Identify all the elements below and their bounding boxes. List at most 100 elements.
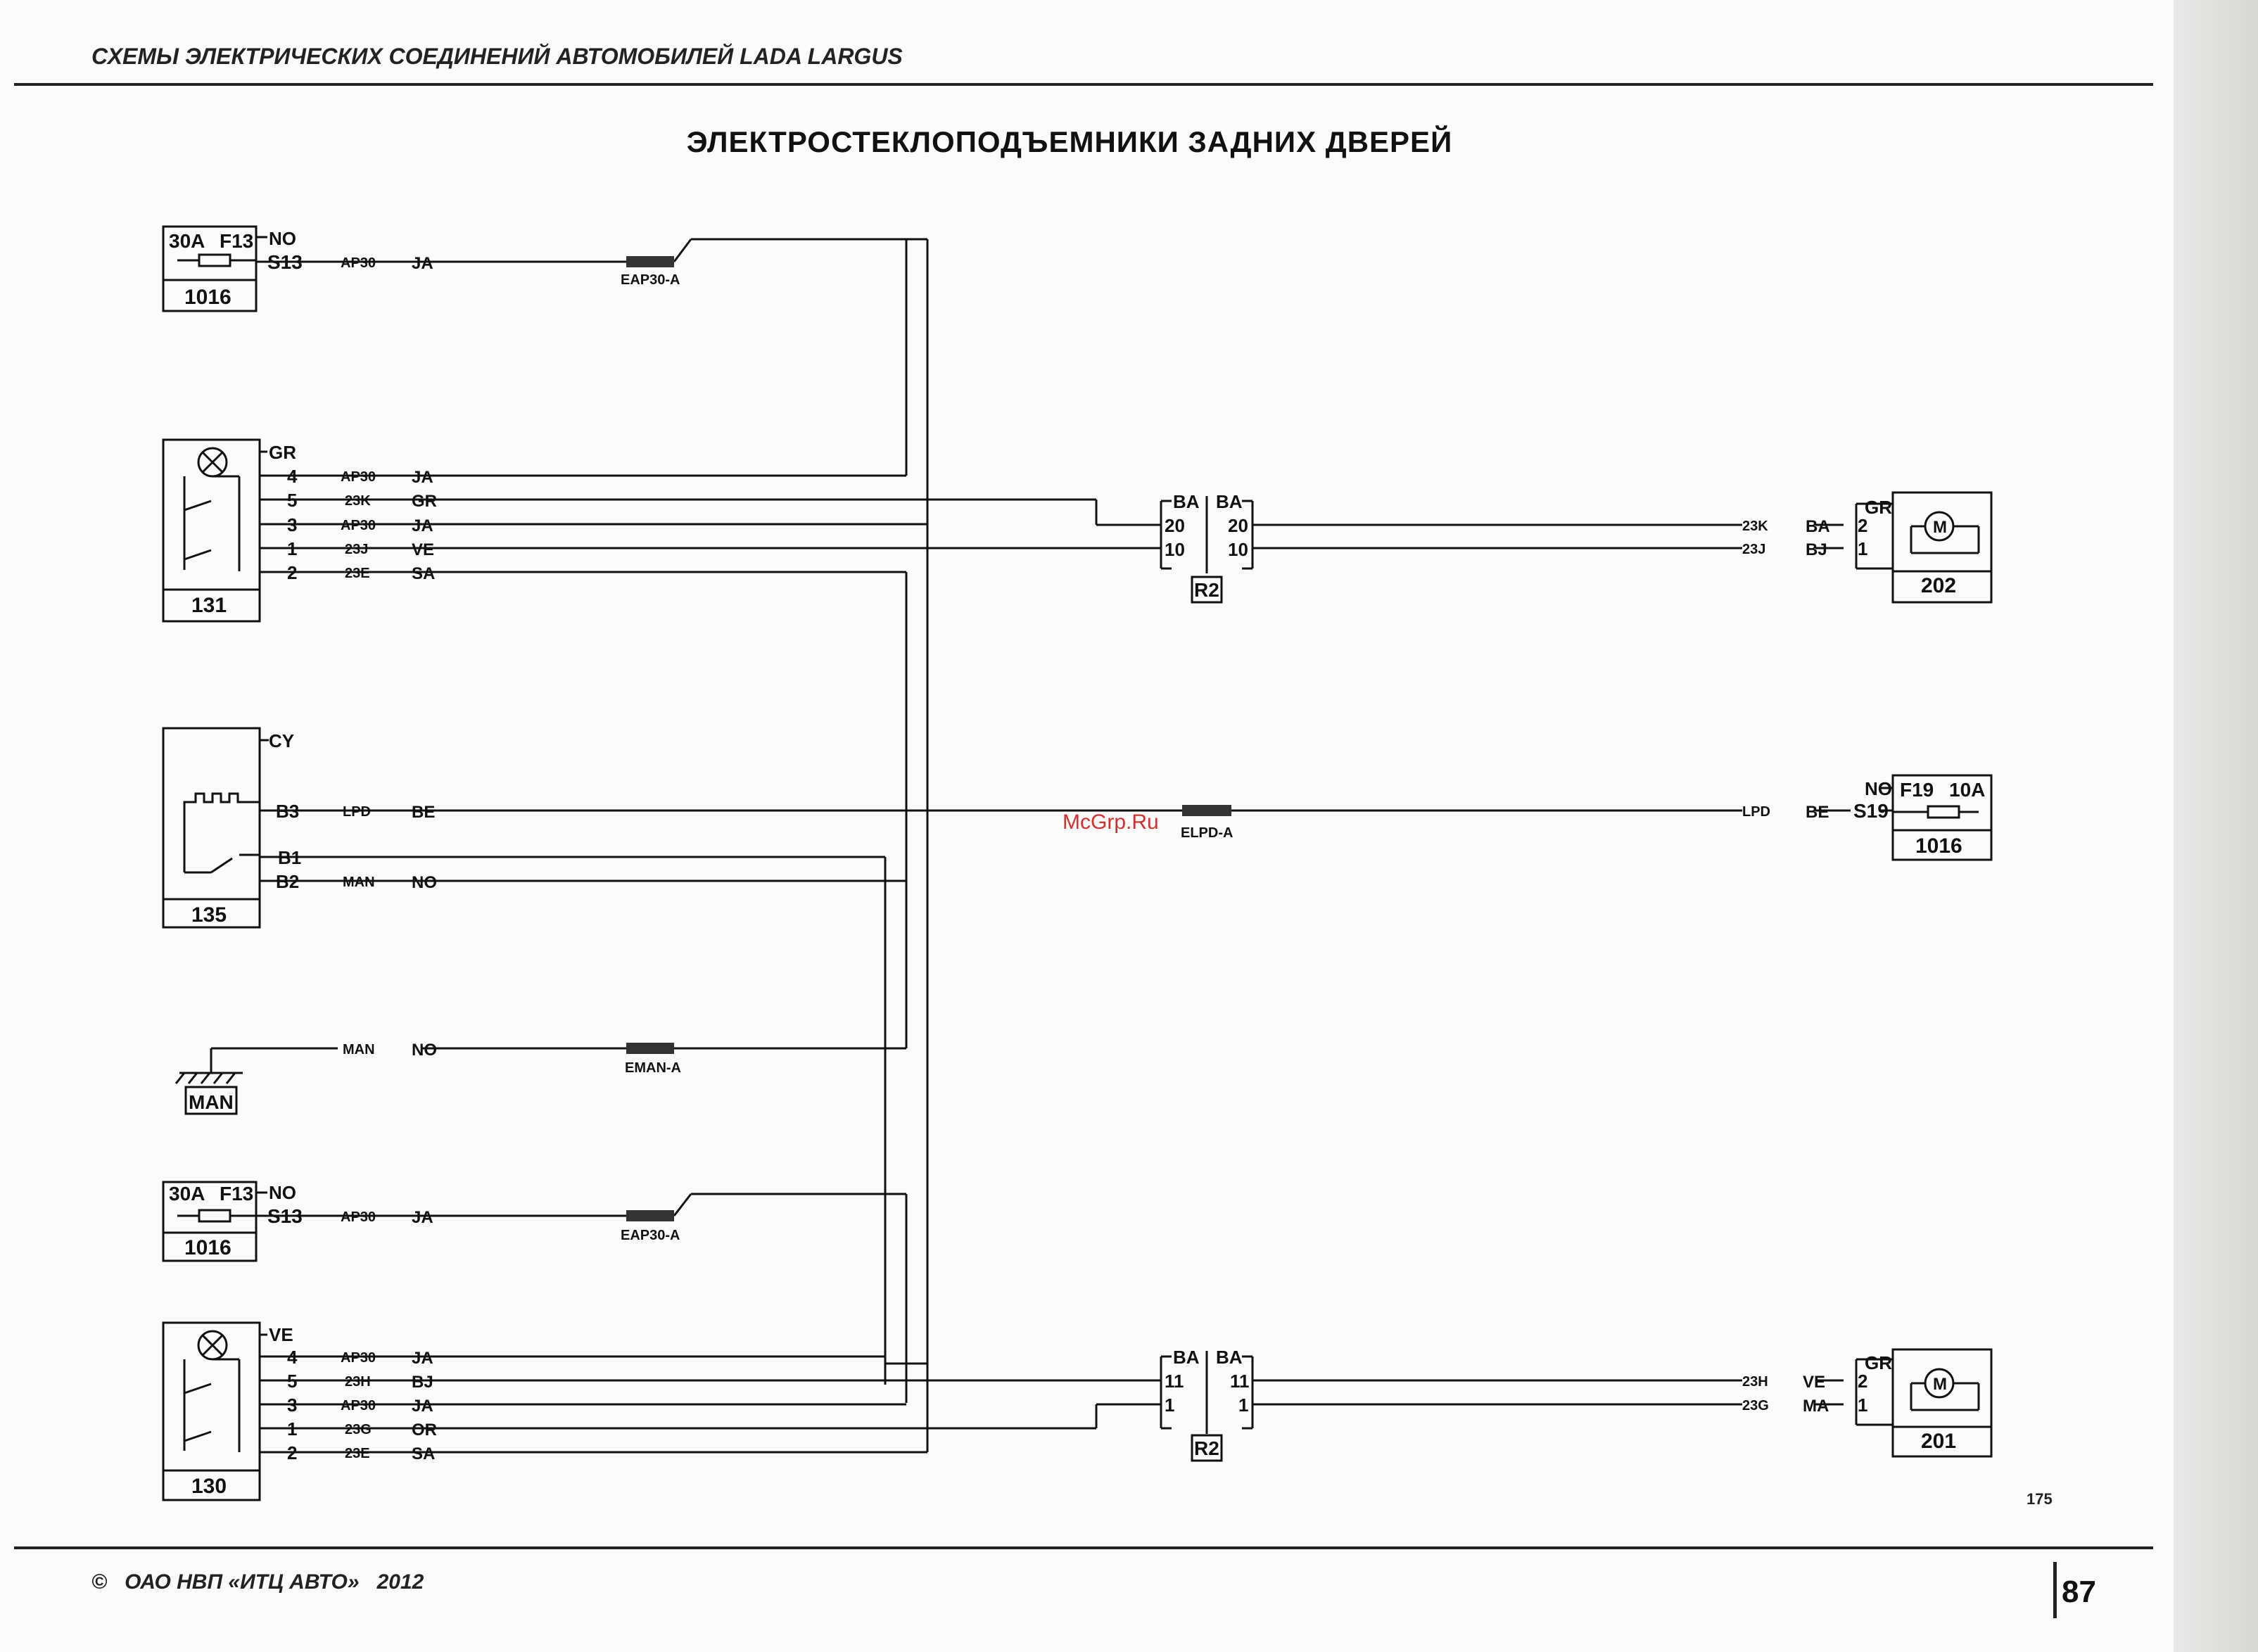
r2-bottom-label: R2 (1194, 1437, 1219, 1459)
r2-bottom-pin: 1 (1238, 1394, 1248, 1416)
switch-131-box (162, 438, 261, 623)
r2-bottom-pin: 11 (1165, 1371, 1184, 1392)
ground-label: MAN (189, 1091, 234, 1113)
splice-label-elpd: ELPD-A (1181, 825, 1233, 841)
r2-top-wire-left: BA (1173, 491, 1200, 512)
motor-202-wire: GR (1865, 497, 1892, 518)
footer-copyright: © ОАО НВП «ИТЦ АВТО» 2012 (91, 1570, 424, 1594)
module-135-pin: B3 (276, 801, 299, 822)
switch-130-box (162, 1321, 261, 1501)
motor-201-box (1891, 1348, 1993, 1458)
switch-131-pin: 2 (287, 562, 297, 583)
fuse-top-wire: NO (269, 228, 296, 249)
module-135-top-wire: CY (269, 730, 294, 751)
fuse-bottom-pin: S13 (267, 1205, 303, 1227)
fuse-bottom-wire: NO (269, 1182, 296, 1203)
wire-color: BE (1806, 803, 1829, 822)
r2-bottom-wire-left: BA (1173, 1347, 1200, 1368)
wire-label: 23J (1742, 542, 1765, 557)
motor-202-id: 202 (1921, 574, 1956, 597)
wire-label: AP30 (341, 1398, 376, 1413)
wire-color: VE (1803, 1373, 1825, 1392)
wire-color: VE (412, 540, 434, 559)
wire-color: BJ (1806, 540, 1827, 559)
wire-color: JA (412, 1349, 433, 1368)
wire-label: 23G (1742, 1398, 1769, 1413)
wire-color: SA (412, 564, 435, 583)
wire-color: BJ (412, 1373, 433, 1392)
page-number: 87 (2062, 1575, 2096, 1609)
wire-label: AP30 (341, 469, 376, 485)
fuse-top-id: F13 (220, 230, 253, 252)
wire-color: NO (412, 873, 437, 892)
wire-label: 23K (1742, 519, 1768, 534)
motor-201-id: 201 (1921, 1430, 1956, 1453)
motor-201-symbol: M (1933, 1375, 1947, 1394)
motor-202-pin: 1 (1858, 538, 1867, 559)
switch-131-top-wire: GR (269, 442, 296, 463)
module-135-id: 135 (191, 903, 227, 927)
switch-130-pin: 1 (287, 1418, 297, 1440)
motor-202-box (1891, 491, 1993, 604)
connector-r2-bottom-label-box (1191, 1434, 1223, 1462)
switch-130-pin: 4 (287, 1347, 298, 1368)
fuse-right-id: F19 (1900, 779, 1934, 801)
wire-color: JA (412, 1208, 433, 1227)
module-135-pin: B2 (276, 871, 299, 892)
wire-label: 23E (345, 566, 370, 581)
splice-elpd (1182, 805, 1231, 816)
fuse-top-block: 1016 (184, 286, 231, 309)
wire-label: 23G (345, 1422, 372, 1437)
wire-color: BE (412, 803, 435, 822)
fuse-bottom-block: 1016 (184, 1236, 231, 1259)
switch-131-id: 131 (191, 594, 227, 617)
fuse-box-bottom (162, 1181, 258, 1262)
wire-label: MAN (343, 1042, 375, 1057)
splice-eman (626, 1043, 674, 1054)
wire-label: LPD (1742, 804, 1770, 820)
motor-201-pin: 1 (1858, 1394, 1867, 1416)
switch-131-pin: 1 (287, 538, 297, 559)
switch-130-top-wire: VE (269, 1324, 293, 1345)
wire-label: 23E (345, 1446, 370, 1461)
fuse-bottom-id: F13 (220, 1183, 253, 1205)
wire-color: JA (412, 516, 433, 535)
switch-131-pin: 5 (287, 490, 297, 511)
wire-color: NO (412, 1041, 437, 1060)
wire-label: 23J (345, 542, 368, 557)
wire-label: AP30 (341, 1350, 376, 1366)
page-number-divider (2053, 1562, 2057, 1618)
wire-color: JA (412, 468, 433, 487)
fuse-top-rating: 30A (169, 230, 205, 252)
footer-rule (14, 1546, 2153, 1549)
motor-201-pin: 2 (1858, 1371, 1867, 1392)
book-title: СХЕМЫ ЭЛЕКТРИЧЕСКИХ СОЕДИНЕНИЙ АВТОМОБИЛ… (91, 44, 903, 69)
r2-bottom-wire-right: BA (1216, 1347, 1243, 1368)
diagram-number: 175 (2027, 1490, 2053, 1508)
wire-label: 23H (345, 1374, 371, 1390)
splice-label-eap30-top: EAP30-A (621, 272, 680, 288)
wire-color: GR (412, 492, 437, 511)
splice-eap30-top (626, 256, 674, 267)
wire-label: AP30 (341, 518, 376, 533)
r2-top-pin: 20 (1165, 515, 1185, 536)
motor-202-pin: 2 (1858, 515, 1867, 536)
fuse-right-rating: 10A (1949, 779, 1985, 801)
splice-label-eman: EMAN-A (625, 1060, 681, 1076)
fuse-box-top (162, 225, 258, 312)
r2-top-label: R2 (1194, 579, 1219, 601)
r2-bottom-pin: 11 (1230, 1371, 1250, 1392)
module-135-box (162, 727, 261, 929)
switch-131-pin: 3 (287, 514, 297, 535)
splice-eap30-bottom (626, 1210, 674, 1221)
wire-color: JA (412, 1397, 433, 1416)
fuse-right-pin: S19 (1853, 800, 1889, 822)
fuse-bottom-rating: 30A (169, 1183, 205, 1205)
ground-man-box (184, 1086, 238, 1115)
wire-color: OR (412, 1421, 437, 1440)
r2-top-pin: 10 (1228, 539, 1248, 560)
fuse-right-block: 1016 (1915, 834, 1962, 858)
r2-top-wire-right: BA (1216, 491, 1243, 512)
